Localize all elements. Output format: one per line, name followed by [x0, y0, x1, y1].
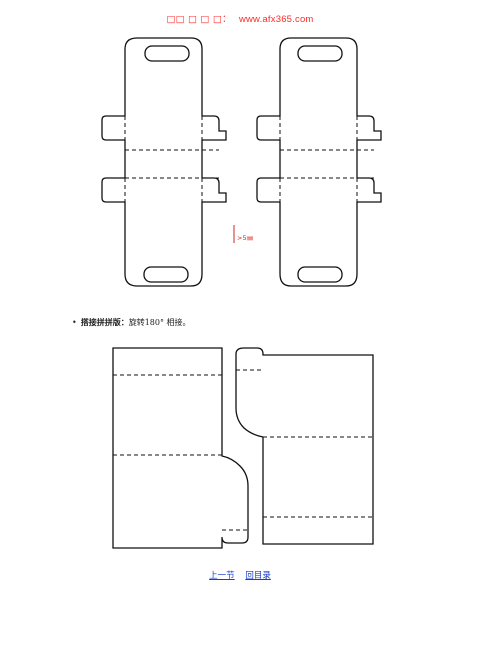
box-dieline-right: [256, 37, 382, 287]
prev-section-link[interactable]: 上一节: [209, 571, 235, 581]
caption-text: 旋转180° 相接。: [128, 318, 191, 327]
site-header: □□ □ □ □： www.afx365.com: [0, 11, 480, 25]
header-site-url[interactable]: www.afx365.com: [238, 14, 314, 25]
gap-label: >5㎜: [237, 234, 254, 242]
nested-layout-left: [112, 347, 249, 549]
caption-label: 搭接拼拼版：: [80, 317, 129, 327]
nested-layout-folds: [113, 369, 373, 531]
header-prefix: □□ □ □ □：: [166, 14, 232, 25]
nested-layout-right: [235, 347, 374, 545]
layout-caption: •搭接拼拼版：旋转180° 相接。: [72, 317, 191, 328]
box-dieline-right-folds: [279, 116, 374, 202]
table-of-contents-link[interactable]: 回目录: [245, 571, 271, 581]
page-navigation: 上一节 回目录: [0, 569, 480, 581]
gap-marker: >5㎜: [233, 225, 254, 243]
box-dieline-left-folds: [124, 116, 219, 202]
box-dieline-left: [101, 37, 227, 287]
caption-bullet: •: [72, 318, 77, 327]
